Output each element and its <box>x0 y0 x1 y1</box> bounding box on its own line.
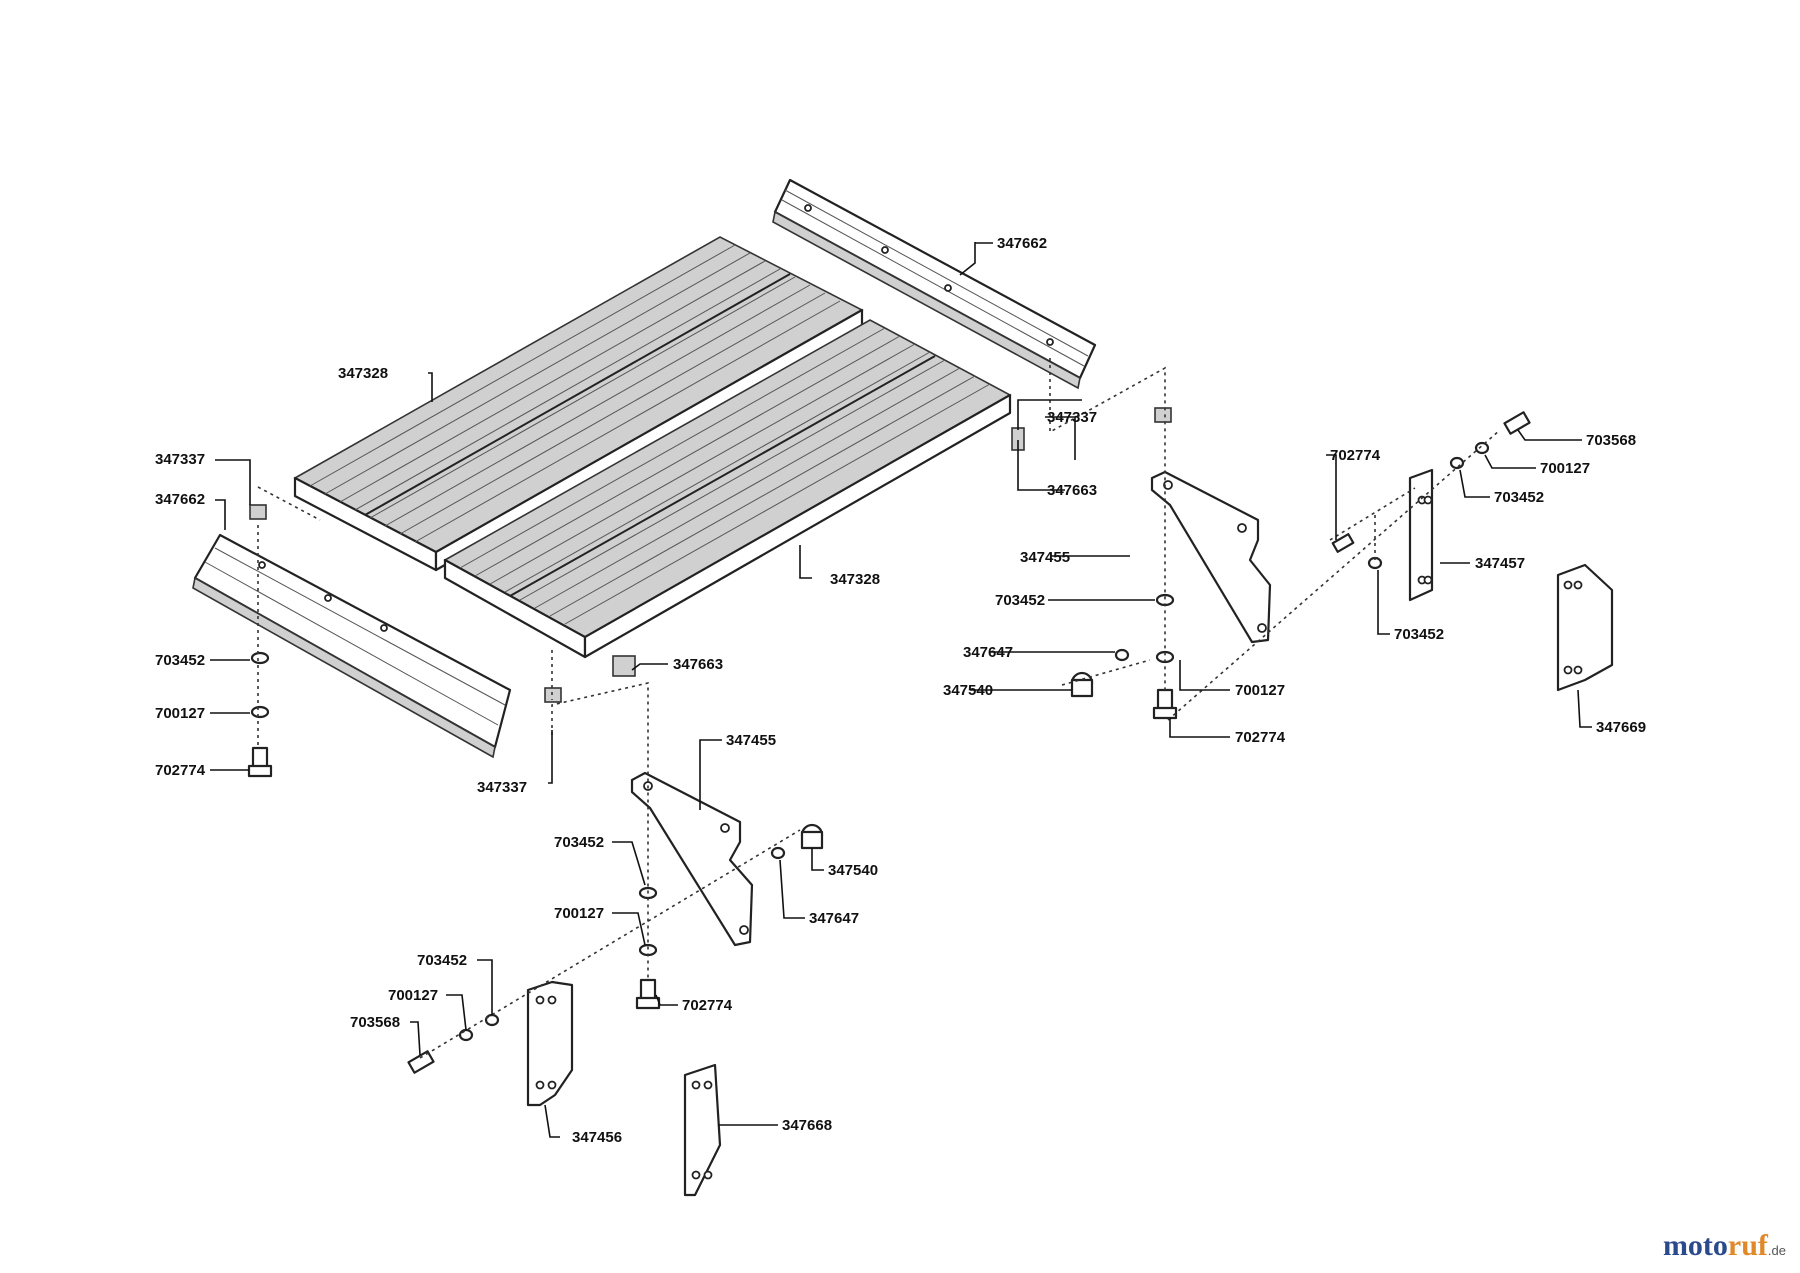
part-number-label: 347540 <box>828 862 878 879</box>
logo-part-b: ruf <box>1727 1229 1768 1262</box>
fastener-knob <box>800 671 1094 850</box>
part-number-label: 347337 <box>477 779 527 796</box>
part-number-label: 347328 <box>830 571 880 588</box>
part-number-label: 703452 <box>417 952 467 969</box>
assembly-lines <box>257 358 1501 1059</box>
part-labels: 347662 347328 347337 347662 347328 34733… <box>155 235 1646 1146</box>
part-number-label: 347669 <box>1596 719 1646 736</box>
bracket-bottom <box>630 771 754 947</box>
part-number-label: 347455 <box>1020 549 1070 566</box>
part-number-label: 703452 <box>995 592 1045 609</box>
part-number-label: 703452 <box>155 652 205 669</box>
part-number-label: 702774 <box>682 997 733 1014</box>
part-number-label: 347668 <box>782 1117 832 1134</box>
part-number-label: 700127 <box>388 987 438 1004</box>
part-number-label: 347337 <box>1047 409 1097 426</box>
leader-lines <box>210 242 1592 1138</box>
part-number-label: 703452 <box>554 834 604 851</box>
part-number-label: 703452 <box>1494 489 1544 506</box>
part-number-label: 703452 <box>1394 626 1444 643</box>
part-number-label: 700127 <box>155 705 205 722</box>
rail-rear <box>772 178 1097 390</box>
plate-347457 <box>1408 468 1434 602</box>
slot-nut <box>1154 407 1172 423</box>
part-number-label: 347647 <box>809 910 859 927</box>
slot-nut <box>544 687 562 703</box>
plate-347669 <box>1556 563 1614 692</box>
table-plate-front <box>443 319 1012 659</box>
clip <box>612 655 636 677</box>
part-number-label: 347457 <box>1475 555 1525 572</box>
part-number-label: 347662 <box>997 235 1047 252</box>
part-number-label: 347328 <box>338 365 388 382</box>
part-number-label: 700127 <box>1235 682 1285 699</box>
part-number-label: 347456 <box>572 1129 622 1146</box>
part-number-label: 347455 <box>726 732 776 749</box>
part-number-label: 347540 <box>943 682 993 699</box>
plate-347456 <box>526 980 574 1107</box>
fastener-bolt <box>247 411 1531 1074</box>
part-number-label: 347663 <box>1047 482 1097 499</box>
part-number-label: 702774 <box>1330 447 1381 464</box>
part-number-label: 347647 <box>963 644 1013 661</box>
part-number-label: 700127 <box>1540 460 1590 477</box>
watermark-logo: motoruf.de <box>1663 1229 1786 1263</box>
slot-nut <box>249 504 267 520</box>
part-number-label: 700127 <box>554 905 604 922</box>
rail-front <box>192 533 512 759</box>
part-number-label: 703568 <box>1586 432 1636 449</box>
part-number-label: 347337 <box>155 451 205 468</box>
logo-suffix: .de <box>1767 1243 1786 1258</box>
part-number-label: 703568 <box>350 1014 400 1031</box>
part-number-label: 702774 <box>155 762 206 779</box>
part-number-label: 347663 <box>673 656 723 673</box>
part-number-label: 347662 <box>155 491 205 508</box>
plate-347668 <box>683 1063 722 1197</box>
part-number-label: 702774 <box>1235 729 1286 746</box>
logo-part-a: moto <box>1662 1229 1728 1262</box>
bracket-right <box>1150 470 1272 644</box>
